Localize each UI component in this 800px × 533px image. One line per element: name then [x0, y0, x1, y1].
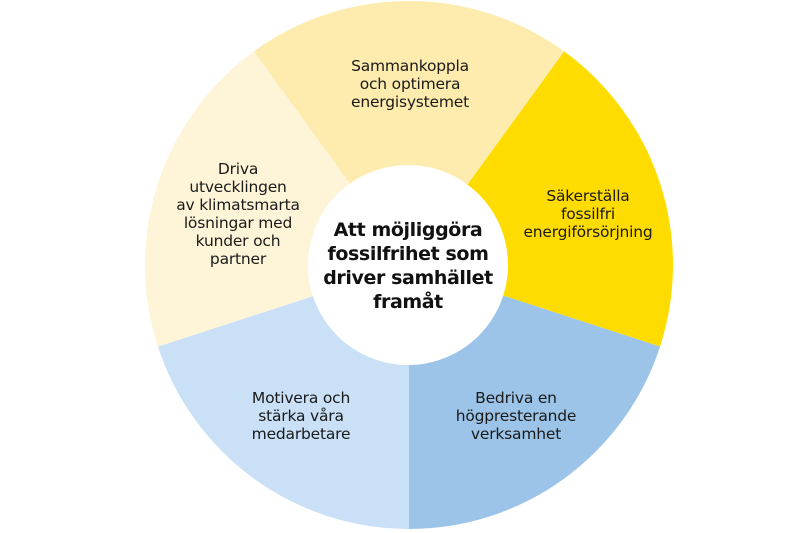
- segment-left-label: Driva utvecklingen av klimatsmarta lösni…: [176, 160, 300, 268]
- segment-right-label: Säkerställa fossilfri energiförsörjning: [523, 187, 653, 241]
- segment-bottom-left-label: Motivera och stärka våra medarbetare: [251, 389, 351, 443]
- center-circle: [308, 165, 508, 365]
- segment-top: [253, 1, 565, 266]
- segment-top-label: Sammankoppla och optimera energisystemet: [351, 57, 469, 111]
- segment-bottom-right-label: Bedriva en högpresterande verksamhet: [455, 389, 577, 443]
- center-statement: Att möjliggöra fossilfrihet som driver s…: [323, 219, 493, 313]
